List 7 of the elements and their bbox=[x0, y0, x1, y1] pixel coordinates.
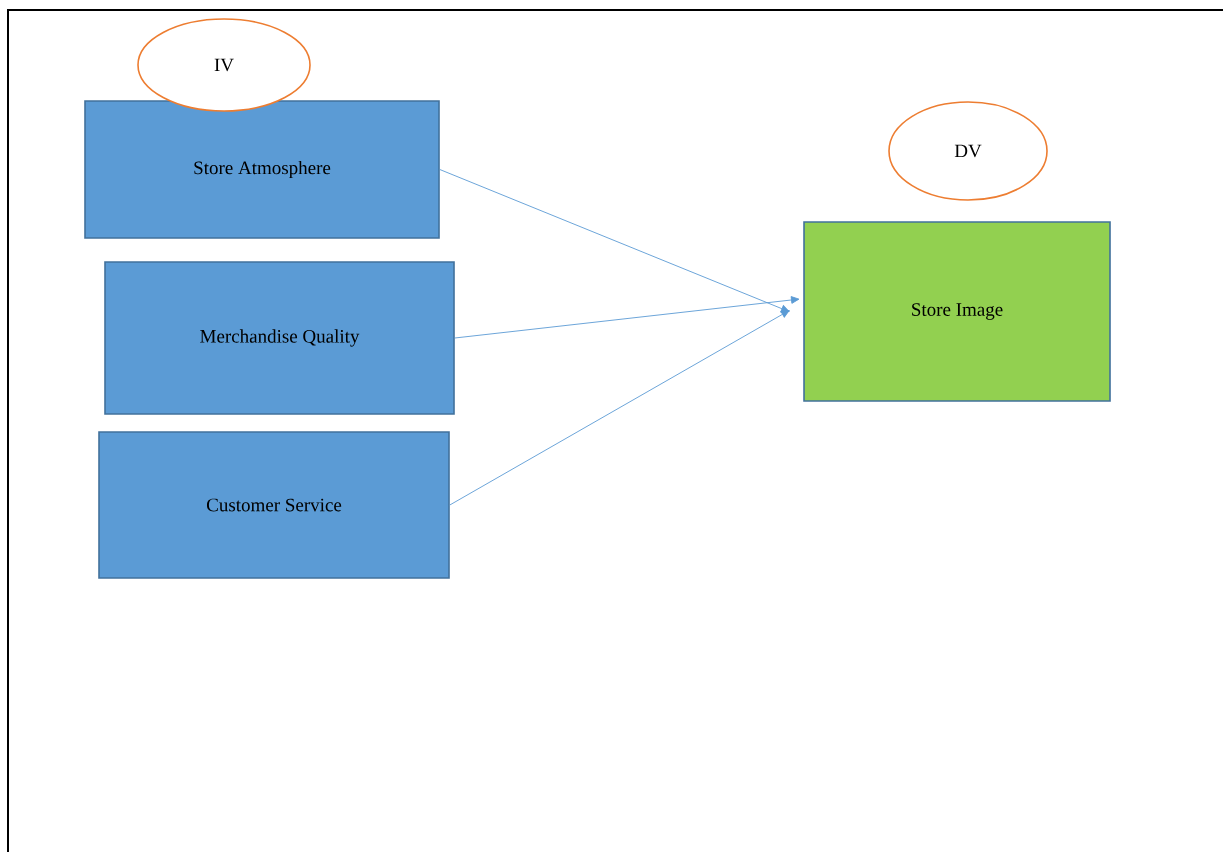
variable-box: Customer Service bbox=[98, 431, 450, 579]
variable-box: Store Atmosphere bbox=[84, 100, 440, 239]
arrow bbox=[439, 169, 790, 313]
variable-box: Merchandise Quality bbox=[104, 261, 455, 415]
variable-box: Store Image bbox=[803, 221, 1111, 402]
arrow bbox=[449, 310, 790, 506]
arrow bbox=[454, 296, 800, 339]
